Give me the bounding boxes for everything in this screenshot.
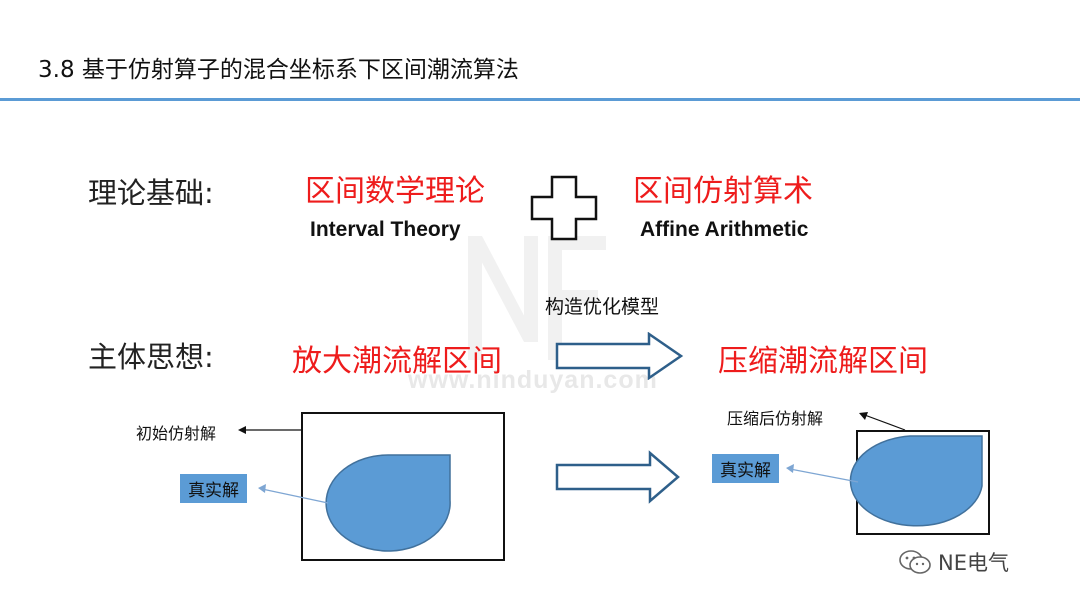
true-solution-tag-right: 真实解 (712, 454, 779, 483)
build-optimization-model-caption: 构造优化模型 (545, 296, 660, 318)
idea-label: 主体思想: (88, 340, 214, 374)
theory-label: 理论基础: (88, 176, 214, 210)
compressed-affine-solution-label: 压缩后仿射解 (727, 409, 824, 428)
initial-affine-solution-label: 初始仿射解 (136, 424, 217, 443)
brand-footer: NE电气 (898, 547, 1009, 577)
right-arrow-icon (555, 332, 684, 380)
enlarge-solution-interval: 放大潮流解区间 (292, 344, 502, 379)
title-divider (0, 98, 1080, 101)
initial-affine-box (301, 412, 505, 561)
watermark-url: www.ninduyan.com (408, 366, 658, 394)
true-solution-tag-left: 真实解 (180, 474, 247, 503)
brand-name: NE电气 (938, 551, 1009, 575)
interval-theory-cn: 区间数学理论 (305, 174, 485, 209)
wechat-icon (899, 550, 931, 574)
true-solution-pointer-right (789, 468, 859, 483)
affine-arithmetic-en: Affine Arithmetic (640, 218, 809, 241)
page-title: 3.8 基于仿射算子的混合坐标系下区间潮流算法 (38, 57, 519, 83)
compress-solution-interval: 压缩潮流解区间 (718, 344, 928, 379)
interval-theory-en: Interval Theory (310, 218, 461, 241)
compressed-label-pointer (861, 413, 906, 431)
true-solution-pointer-left (261, 488, 329, 504)
true-solution-region-left (325, 454, 451, 552)
plus-icon (530, 175, 598, 241)
true-solution-region-right (849, 435, 983, 527)
middle-arrow-icon (555, 450, 680, 504)
affine-arithmetic-cn: 区间仿射算术 (633, 174, 813, 209)
